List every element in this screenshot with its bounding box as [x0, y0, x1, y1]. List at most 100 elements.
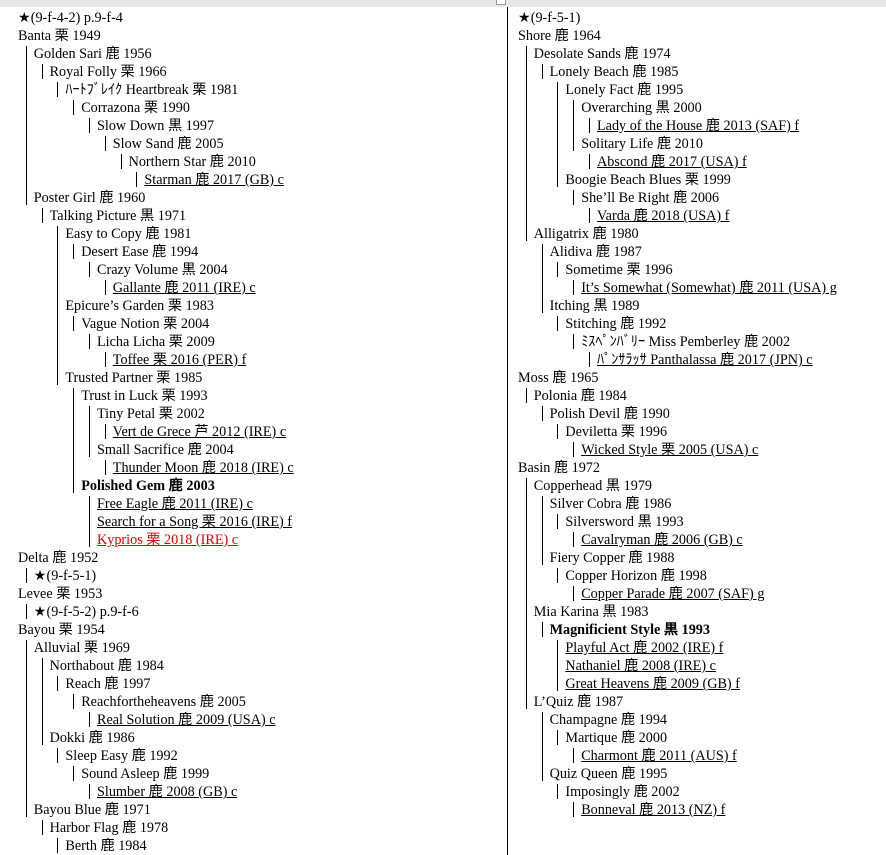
- pedigree-entry: Reachfortheheavens 鹿 2005: [81, 694, 246, 710]
- pedigree-entry: Polished Gem 鹿 2003: [81, 478, 215, 494]
- tree-connector-line: [89, 784, 90, 799]
- tree-connector-line: [73, 694, 75, 709]
- pedigree-entry: Silversword 黒 1993: [565, 514, 684, 530]
- tree-connector-line: [89, 496, 90, 547]
- tree-connector-line: [89, 334, 90, 349]
- tree-connector-line: [573, 748, 575, 763]
- tree-connector-line: [25, 604, 27, 619]
- pedigree-entry: Fiery Copper 鹿 1988: [549, 550, 675, 566]
- pedigree-entry: Copper Parade 鹿 2007 (SAF) g: [581, 586, 765, 602]
- pedigree-entry: Shore 鹿 1964: [518, 28, 601, 44]
- pedigree-entry: Polish Devil 鹿 1990: [549, 406, 670, 422]
- tree-connector-line: [104, 280, 106, 295]
- tree-connector-line: [557, 262, 559, 277]
- pedigree-entry: Licha Licha 栗 2009: [97, 334, 215, 350]
- cross-reference: ★(9-f-5-1): [33, 568, 97, 584]
- tree-connector-line: [25, 568, 27, 583]
- pedigree-entry: Levee 栗 1953: [18, 586, 103, 602]
- pedigree-entry: Abscond 鹿 2017 (USA) f: [597, 154, 747, 170]
- pedigree-entry: Alligatrix 鹿 1980: [533, 226, 639, 242]
- pedigree-entry: Boogie Beach Blues 栗 1999: [565, 172, 731, 188]
- tree-connector-line: [541, 244, 543, 313]
- pedigree-entry: Magnificient Style 黒 1993: [549, 622, 710, 638]
- tree-connector-line: [57, 82, 59, 97]
- tree-connector-line: [541, 712, 543, 781]
- pedigree-entry: Sound Asleep 鹿 1999: [81, 766, 210, 782]
- tree-connector-line: [573, 532, 575, 547]
- tree-connector-line: [57, 748, 59, 763]
- tree-connector-line: [104, 136, 106, 151]
- tree-connector-line: [573, 586, 575, 601]
- pedigree-entry: Epicure’s Garden 栗 1983: [65, 298, 214, 314]
- pedigree-entry: Lonely Beach 鹿 1985: [549, 64, 679, 80]
- pedigree-entry: Deviletta 栗 1996: [565, 424, 668, 440]
- tree-connector-line: [557, 316, 559, 331]
- pedigree-entry: Starman 鹿 2017 (GB) c: [144, 172, 284, 188]
- pedigree-entry: Bayou 栗 1954: [18, 622, 105, 638]
- tree-connector-line: [73, 388, 75, 493]
- pedigree-entry: Quiz Queen 鹿 1995: [549, 766, 668, 782]
- pedigree-entry: Kyprios 栗 2018 (IRE) c: [97, 532, 239, 548]
- pedigree-entry: Copperhead 黒 1979: [533, 478, 653, 494]
- pedigree-entry: Lonely Fact 鹿 1995: [565, 82, 684, 98]
- pedigree-entry: Lady of the House 鹿 2013 (SAF) f: [597, 118, 800, 134]
- tree-connector-line: [573, 280, 575, 295]
- pedigree-entry: Copper Horizon 鹿 1998: [565, 568, 707, 584]
- pedigree-entry: Talking Picture 黒 1971: [49, 208, 187, 224]
- cross-reference: ★(9-f-5-1): [518, 10, 581, 26]
- tree-connector-line: [589, 118, 590, 133]
- tree-connector-line: [573, 334, 575, 349]
- pedigree-entry: Wicked Style 栗 2005 (USA) c: [581, 442, 759, 458]
- pedigree-entry: Nathaniel 鹿 2008 (IRE) c: [565, 658, 716, 674]
- tree-connector-line: [57, 676, 59, 691]
- pedigree-entry: ﾊｰﾄﾌﾞﾚｲｸ Heartbreak 栗 1981: [65, 82, 239, 98]
- column-divider: [507, 7, 508, 855]
- tree-connector-line: [589, 208, 590, 223]
- tree-connector-line: [573, 802, 575, 817]
- pedigree-entry: Berth 鹿 1984: [65, 838, 147, 854]
- pedigree-entry: ﾊﾟﾝｻﾗｯｻ Panthalassa 鹿 2017 (JPN) c: [597, 352, 813, 368]
- tree-connector-line: [589, 154, 590, 169]
- tree-connector-line: [89, 118, 90, 133]
- tree-connector-line: [41, 658, 43, 745]
- cross-reference: ★(9-f-5-2) p.9-f-6: [33, 604, 139, 620]
- pedigree-entry: Stitching 鹿 1992: [565, 316, 667, 332]
- pedigree-entry: Real Solution 鹿 2009 (USA) c: [97, 712, 276, 728]
- pedigree-entry: Overarching 黒 2000: [581, 100, 702, 116]
- tree-connector-line: [541, 406, 543, 421]
- tree-connector-line: [573, 190, 575, 205]
- pedigree-entry: Slow Sand 鹿 2005: [112, 136, 224, 152]
- pedigree-entry: Silver Cobra 鹿 1986: [549, 496, 672, 512]
- tree-connector-line: [557, 784, 559, 799]
- tree-connector-line: [541, 622, 543, 637]
- pedigree-entry: Golden Sari 鹿 1956: [33, 46, 152, 62]
- tree-connector-line: [73, 100, 75, 115]
- pedigree-entry: Free Eagle 鹿 2011 (IRE) c: [97, 496, 253, 512]
- tree-connector-line: [573, 442, 575, 457]
- pedigree-entry: Champagne 鹿 1994: [549, 712, 668, 728]
- tree-connector-line: [557, 82, 559, 187]
- tree-connector-line: [104, 460, 106, 475]
- tree-connector-line: [541, 496, 543, 565]
- pedigree-entry: Poster Girl 鹿 1960: [33, 190, 146, 206]
- pedigree-entry: Martique 鹿 2000: [565, 730, 668, 746]
- pedigree-entry: Trust in Luck 栗 1993: [81, 388, 208, 404]
- pedigree-entry: Slumber 鹿 2008 (GB) c: [97, 784, 238, 800]
- ruler-marker[interactable]: [496, 0, 506, 5]
- pedigree-entry: Small Sacrifice 鹿 2004: [97, 442, 234, 458]
- pedigree-entry: L’Quiz 鹿 1987: [533, 694, 624, 710]
- pedigree-entry: Northern Star 鹿 2010: [128, 154, 256, 170]
- pedigree-entry: Easy to Copy 鹿 1981: [65, 226, 192, 242]
- pedigree-entry: Trusted Partner 栗 1985: [65, 370, 203, 386]
- pedigree-entry: Harbor Flag 鹿 1978: [49, 820, 169, 836]
- pedigree-entry: Mia Karina 黒 1983: [533, 604, 649, 620]
- tree-connector-line: [573, 100, 575, 151]
- tree-connector-line: [557, 568, 559, 583]
- pedigree-entry: Bonneval 鹿 2013 (NZ) f: [581, 802, 726, 818]
- pedigree-entry: Royal Folly 栗 1966: [49, 64, 167, 80]
- pedigree-entry: Sometime 栗 1996: [565, 262, 673, 278]
- pedigree-entry: Moss 鹿 1965: [518, 370, 599, 386]
- tree-connector-line: [41, 64, 43, 79]
- pedigree-entry: Dokki 鹿 1986: [49, 730, 135, 746]
- tree-connector-line: [73, 244, 75, 259]
